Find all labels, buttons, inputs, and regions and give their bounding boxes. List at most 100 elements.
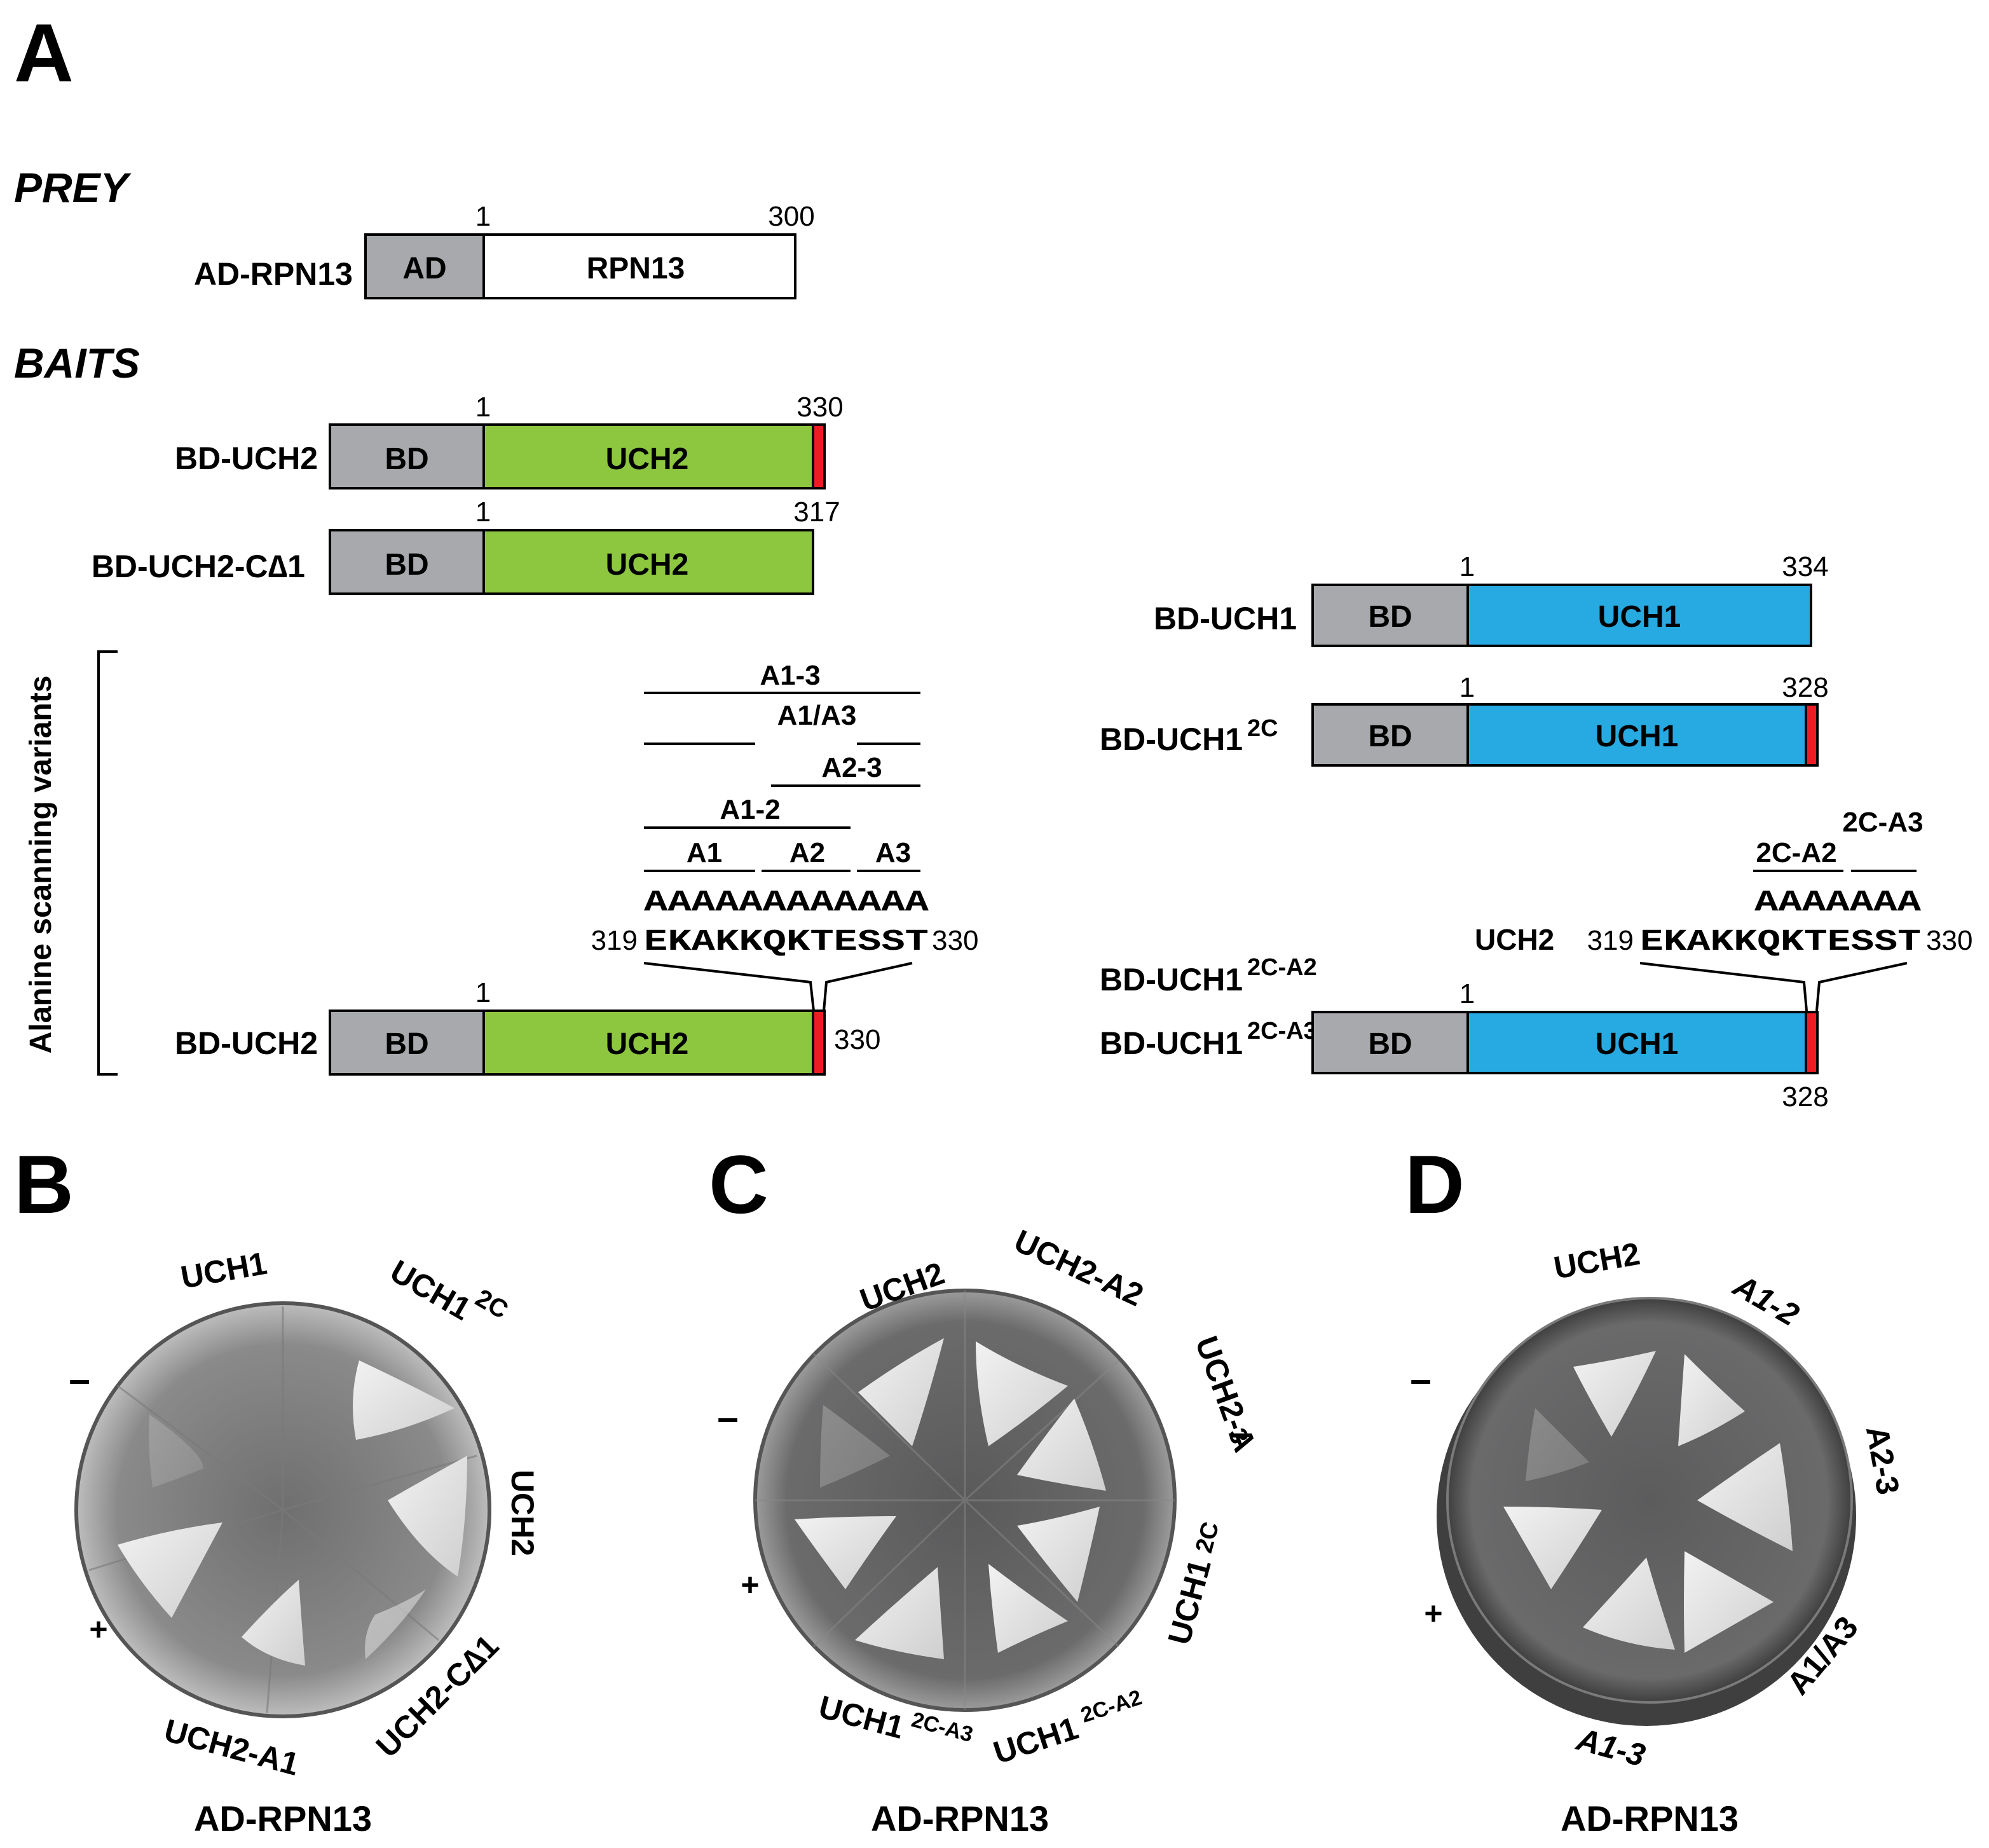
plate-c-label-uch1-2ca2: UCH1 xyxy=(989,1710,1083,1770)
prey-rpn13-text: RPN13 xyxy=(587,252,685,285)
bait-uch2-cdelta1-domain-text: UCH2 xyxy=(606,548,689,582)
uch2-scan-segments xyxy=(644,692,920,872)
bait-uch1-2c-a3-label-sup: 2C-A3 xyxy=(1247,1018,1317,1044)
bait-uch2-domain-text: UCH2 xyxy=(606,442,689,476)
plate-b-colonies xyxy=(118,1360,467,1666)
uch1-alanine-row: AAAAAAA xyxy=(1754,886,1922,920)
segment-label-a1: A1 xyxy=(687,837,722,868)
bait-uch1-2c-end: 328 xyxy=(1782,672,1828,703)
plate-c-label-uch1-2c-sup: 2C xyxy=(1191,1519,1224,1556)
colony-d-a1-3 xyxy=(1583,1557,1675,1650)
plate-d: UCH2 A1-2 A2-3 A1/A3 A1-3 + – AD-RPN13 xyxy=(1410,1236,1906,1838)
plate-b-label-uch2: UCH2 xyxy=(505,1470,540,1556)
bait-uch1-scan: BD-UCH1 2C-A2 BD-UCH1 2C-A3 BD UCH1 1 32… xyxy=(1100,954,1829,1112)
bait-uch2-label: BD-UCH2 xyxy=(175,441,318,476)
prey-rpn13-domain xyxy=(482,233,796,299)
plate-b-label-minus: – xyxy=(69,1358,90,1400)
prey-construct: AD-RPN13 AD RPN13 1 300 xyxy=(194,201,815,299)
segment-label-a1-a3: A1/A3 xyxy=(777,700,857,731)
bait-uch2-scan-start: 1 xyxy=(475,977,491,1008)
colony-c-uch2-a2 xyxy=(976,1341,1068,1446)
section-label-prey: PREY xyxy=(14,164,132,211)
bait-uch2-tail xyxy=(812,423,826,489)
bait-uch1: BD-UCH1 BD UCH1 1 334 xyxy=(1154,551,1829,647)
bait-uch1-scan-domain-text: UCH1 xyxy=(1596,1027,1679,1061)
bait-uch1-2c-a3-label: BD-UCH1 xyxy=(1100,1025,1243,1061)
plate-b-label-uch1-2c-sup: 2C xyxy=(471,1284,513,1325)
uch1-seq-end: 330 xyxy=(1926,925,1972,956)
colony-b-uch2-cdelta xyxy=(365,1589,426,1659)
alanine-scan-bracket-label: Alanine scanning variants xyxy=(24,676,58,1054)
uch2-zoom-lines xyxy=(643,962,913,1011)
bait-uch2-scan-bd xyxy=(329,1010,485,1076)
bait-uch1-2c-bd xyxy=(1311,703,1469,767)
colony-b-uch2 xyxy=(388,1456,467,1577)
colony-b-minus xyxy=(149,1414,203,1488)
plate-c-caption: AD-RPN13 xyxy=(871,1798,1049,1838)
plate-c-label-uch1-2c: UCH1 xyxy=(1161,1556,1218,1648)
bait-uch1-2c-tail xyxy=(1805,703,1819,767)
colony-d-uch2 xyxy=(1573,1351,1656,1437)
bait-uch2-scan-domain xyxy=(482,1010,814,1076)
uch2-seq-start: 319 xyxy=(591,925,638,956)
bait-uch1-scan-bd-text: BD xyxy=(1368,1027,1412,1061)
segment-label-a2-3: A2-3 xyxy=(821,752,882,783)
uch2-alanine-row: AAAAAAAAAAAA xyxy=(644,886,929,920)
bait-uch2-cdelta1-label: BD-UCH2-C∆1 xyxy=(92,549,305,584)
bait-uch2-scan-label: BD-UCH2 xyxy=(175,1025,318,1061)
bait-uch2-cdelta1-start: 1 xyxy=(475,496,491,528)
bait-uch1-2c: BD-UCH1 2C BD UCH1 1 328 xyxy=(1100,672,1829,767)
bait-uch2-bd-text: BD xyxy=(385,442,428,476)
plate-b-caption: AD-RPN13 xyxy=(194,1798,372,1838)
colony-c-uch1-2c-a3 xyxy=(855,1567,944,1659)
plate-b-label-uch2-a1: UCH2-A1 xyxy=(160,1712,303,1782)
plate-c-colonies xyxy=(795,1338,1106,1659)
bait-uch1-end: 334 xyxy=(1782,551,1828,582)
segment-label-2c-a2: 2C-A2 xyxy=(1756,837,1836,868)
plate-d-colonies xyxy=(1503,1351,1793,1653)
bait-uch2-scan: BD-UCH2 BD UCH2 1 330 xyxy=(175,977,880,1076)
uch1-zoom-lines xyxy=(1639,962,1908,1011)
panel-letter-a: A xyxy=(14,6,74,99)
bait-uch2-start: 1 xyxy=(475,392,491,423)
bait-uch1-2c-start: 1 xyxy=(1459,672,1475,703)
bait-uch2-end: 330 xyxy=(796,392,843,423)
plate-b-label-uch1: UCH1 xyxy=(178,1245,270,1296)
plate-d-label-plus: + xyxy=(1424,1596,1442,1631)
plate-d-label-minus: – xyxy=(1410,1358,1431,1400)
bait-uch1-scan-end: 328 xyxy=(1782,1081,1828,1112)
plate-b: UCH1 UCH1 2C UCH2 UCH2-C∆1 UCH2-A1 + – A… xyxy=(69,1245,540,1838)
colony-b-uch1-2c xyxy=(353,1360,455,1440)
bait-uch2-cdelta1-end: 317 xyxy=(793,496,840,528)
segment-label-a3: A3 xyxy=(875,837,911,868)
panel-letter-b: B xyxy=(14,1138,74,1231)
section-label-baits: BAITS xyxy=(14,339,140,387)
colony-d-a2-3 xyxy=(1697,1443,1793,1551)
colony-d-plus xyxy=(1503,1507,1602,1589)
colony-b-uch2-a1 xyxy=(242,1580,305,1666)
uch1-sequence: EKAKKQKTESST xyxy=(1640,926,1921,959)
segment-label-2c-a3: 2C-A3 xyxy=(1842,807,1923,838)
prey-end: 300 xyxy=(768,201,814,232)
plate-d-caption: AD-RPN13 xyxy=(1561,1798,1739,1838)
prey-label: AD-RPN13 xyxy=(194,256,353,292)
prey-start: 1 xyxy=(475,201,491,232)
plate-b-label-plus: + xyxy=(89,1612,107,1647)
bait-uch1-label: BD-UCH1 xyxy=(1154,601,1297,636)
segment-label-a2: A2 xyxy=(789,837,825,868)
colony-c-minus xyxy=(820,1405,890,1488)
colony-d-a1-a3 xyxy=(1684,1551,1774,1653)
bait-uch1-2c-label-sup: 2C xyxy=(1247,715,1278,742)
colony-c-uch2 xyxy=(858,1338,944,1446)
plate-c-sector-lines xyxy=(755,1290,1175,1710)
plate-c-label-uch1-2ca2-sup: 2C-A2 xyxy=(1078,1685,1145,1728)
bait-uch2-cdelta1-bd xyxy=(329,529,485,595)
plate-c-label-uch1-2ca3-sup: 2C-A3 xyxy=(909,1708,976,1747)
bait-uch1-2c-a2-label-sup: 2C-A2 xyxy=(1247,954,1317,981)
colony-c-uch1-2c xyxy=(1017,1507,1100,1602)
bait-uch1-2c-a2-label: BD-UCH1 xyxy=(1100,962,1243,997)
bait-uch1-scan-tail xyxy=(1805,1011,1819,1074)
plate-b-label-uch1-2c: UCH1 xyxy=(385,1253,477,1327)
bait-uch1-2c-domain xyxy=(1466,703,1807,767)
colony-d-minus xyxy=(1526,1408,1589,1481)
